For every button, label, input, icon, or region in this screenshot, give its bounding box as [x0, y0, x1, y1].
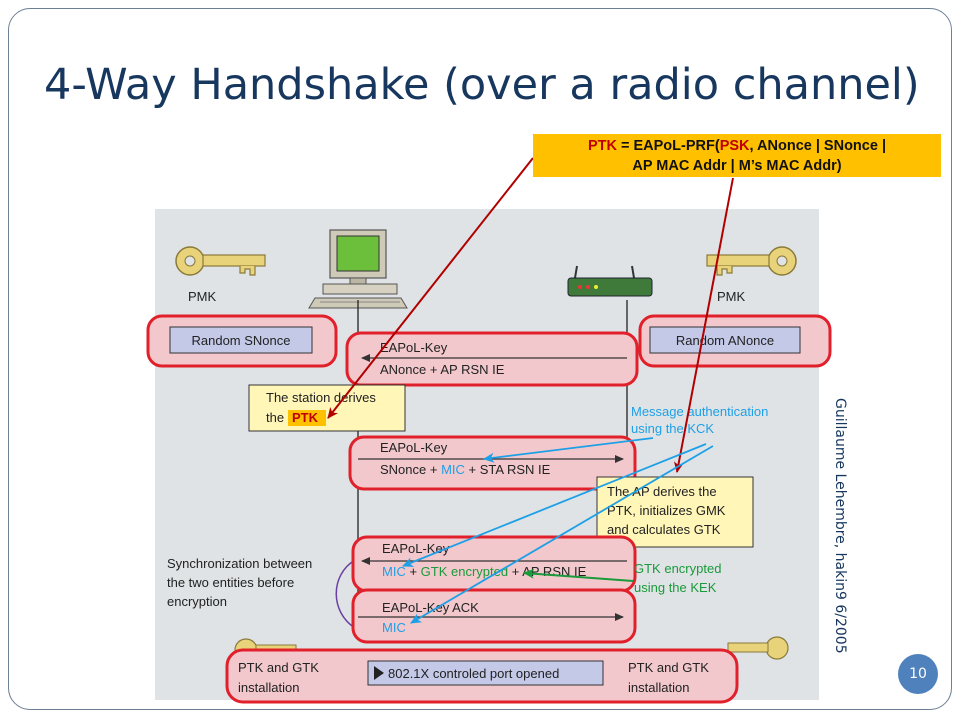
callout-arrow-station [327, 157, 534, 419]
pmk-left-label: PMK [188, 289, 217, 304]
message-3-body: MIC + GTK encrypted + AP RSN IE [382, 564, 587, 579]
ap-derives-line1: The AP derives the [607, 484, 717, 499]
port-opened-box [367, 660, 604, 686]
slide-frame [8, 8, 952, 710]
snonce-label: Random SNonce [192, 333, 291, 348]
callout-arrow-ap [673, 177, 734, 473]
ap-derives-box [596, 476, 754, 548]
message-2-highlight [348, 435, 637, 491]
install-left-line2: installation [238, 680, 299, 695]
sync-bracket [335, 559, 356, 629]
slide-title: 4-Way Handshake (over a radio channel) [44, 60, 920, 110]
station-derives-line1: The station derives [266, 390, 376, 405]
play-icon [374, 666, 384, 680]
message-4-title: EAPoL-Key ACK [382, 600, 479, 615]
ap-derives-line3: and calculates GTK [607, 522, 721, 537]
gtk-arrow [523, 568, 634, 582]
port-opened-label: 802.1X controled port opened [388, 666, 559, 681]
key-icon [706, 246, 797, 276]
install-left-line1: PTK and GTK [238, 660, 319, 675]
callout-line2: AP MAC Addr | M’s MAC Addr) [632, 158, 842, 174]
router-icon [567, 265, 653, 297]
credit-label: Guillaume Lehembre, hakin9 6/2005 [832, 398, 848, 654]
mic-arrow-3 [410, 445, 714, 624]
key-icon [727, 636, 789, 660]
key-icon [175, 246, 266, 276]
install-right-line1: PTK and GTK [628, 660, 709, 675]
pmk-right-label: PMK [717, 289, 746, 304]
gtk-note-line1: GTK encrypted [634, 561, 721, 576]
station-derives-box [248, 384, 406, 432]
anonce-box [649, 326, 801, 354]
sync-line3: encryption [167, 594, 227, 609]
message-4-mic: MIC [382, 620, 406, 635]
anonce-label: Random ANonce [676, 333, 774, 348]
ap-derives-line2: PTK, initializes GMK [607, 503, 726, 518]
station-ptk-label: PTK [292, 410, 319, 425]
page-number-badge: 10 [898, 654, 938, 694]
mac-note-line1: Message authentication [631, 404, 768, 419]
ptk-formula-callout: PTK = EAPoL-PRF(PSK, ANonce | SNonce | A… [533, 134, 941, 177]
mac-note-line2: using the KCK [631, 421, 714, 436]
message-1-body: ANonce + AP RSN IE [380, 362, 505, 377]
mic-arrow-2 [402, 443, 707, 567]
mic-arrow-1 [483, 437, 654, 463]
sync-line2: the two entities before [167, 575, 294, 590]
sync-line1: Synchronization between [167, 556, 312, 571]
station-derives-line2: the [266, 410, 284, 425]
message-4-highlight [351, 588, 637, 644]
message-3-title: EAPoL-Key [382, 541, 450, 556]
callout-line1: PTK = EAPoL-PRF(PSK, ANonce | SNonce | [587, 138, 887, 154]
install-right-line2: installation [628, 680, 689, 695]
message-1-highlight [345, 331, 639, 387]
computer-icon [308, 229, 408, 309]
message-2-title: EAPoL-Key [380, 440, 448, 455]
message-1-title: EAPoL-Key [380, 340, 448, 355]
snonce-box [169, 326, 313, 354]
gtk-note-line2: using the KEK [634, 580, 717, 595]
station-ptk-highlight [288, 410, 326, 426]
message-2-body: SNonce + MIC + STA RSN IE [380, 462, 551, 477]
